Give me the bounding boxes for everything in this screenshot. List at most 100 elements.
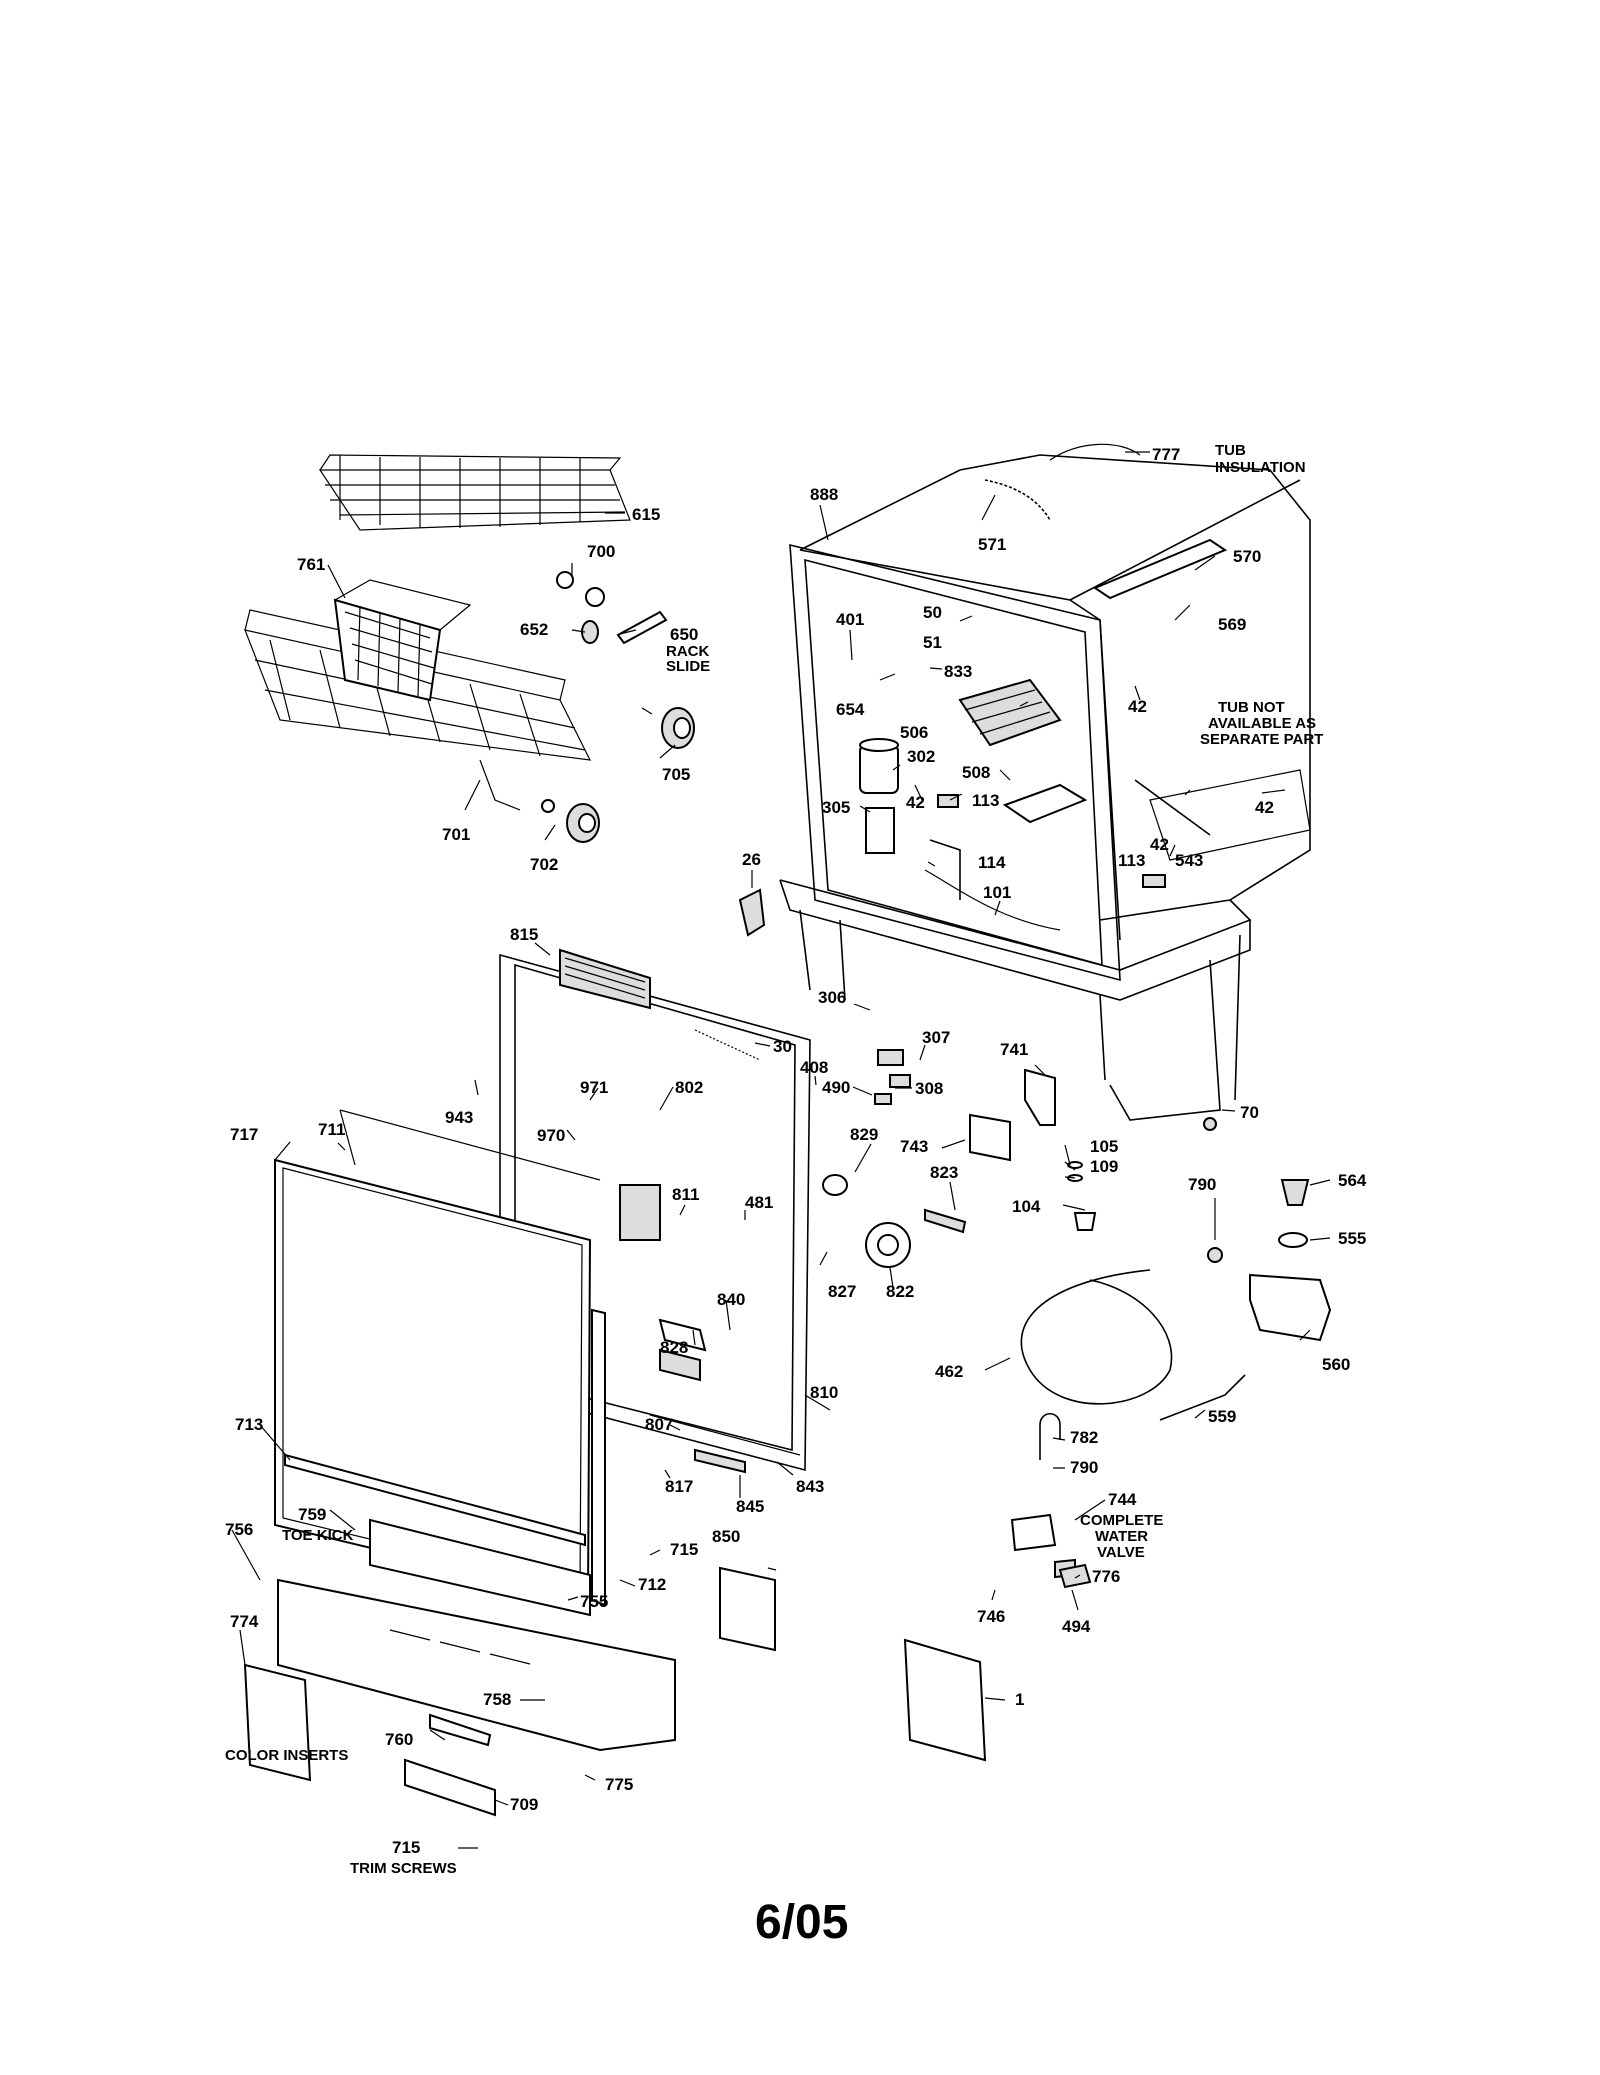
label-775: 775 — [605, 1775, 633, 1794]
label-508: 508 — [962, 763, 990, 782]
label-109: 109 — [1090, 1157, 1118, 1176]
label-701: 701 — [442, 825, 470, 844]
label-506: 506 — [900, 723, 928, 742]
label-755: 755 — [580, 1592, 608, 1611]
label-490: 490 — [822, 1078, 850, 1097]
label-850: 850 — [712, 1527, 740, 1546]
label-70: 70 — [1240, 1103, 1259, 1122]
label-555: 555 — [1338, 1229, 1366, 1248]
label-307: 307 — [922, 1028, 950, 1047]
label-water-valve-1: COMPLETE — [1080, 1512, 1163, 1529]
label-toe-kick: TOE KICK — [282, 1527, 354, 1544]
label-51: 51 — [923, 633, 942, 652]
label-811: 811 — [672, 1185, 699, 1204]
label-790-a: 790 — [1188, 1175, 1216, 1194]
dish-rack-assembly — [244, 454, 695, 843]
label-401: 401 — [836, 610, 864, 629]
label-761: 761 — [297, 555, 325, 574]
label-tub-insulation-2: INSULATION — [1215, 459, 1306, 476]
label-817: 817 — [665, 1477, 693, 1496]
label-42-c: 42 — [1255, 798, 1274, 817]
label-564: 564 — [1338, 1171, 1367, 1190]
label-759: 759 — [298, 1505, 326, 1524]
label-777: 777 — [1152, 445, 1180, 464]
part-labels: 777 TUB INSULATION 888 571 570 569 615 7… — [225, 442, 1367, 1877]
label-306: 306 — [818, 988, 846, 1007]
label-717: 717 — [230, 1125, 258, 1144]
label-26: 26 — [742, 850, 761, 869]
label-700: 700 — [587, 542, 615, 561]
label-810: 810 — [810, 1383, 838, 1402]
label-105: 105 — [1090, 1137, 1118, 1156]
label-104: 104 — [1012, 1197, 1041, 1216]
label-843: 843 — [796, 1477, 824, 1496]
label-462: 462 — [935, 1362, 963, 1381]
label-650: 650 — [670, 625, 698, 644]
label-101: 101 — [983, 883, 1011, 902]
label-827: 827 — [828, 1282, 856, 1301]
label-815: 815 — [510, 925, 538, 944]
label-305: 305 — [822, 798, 850, 817]
label-970: 970 — [537, 1126, 565, 1145]
tub-assembly — [738, 443, 1311, 1121]
label-42-a: 42 — [1128, 697, 1147, 716]
label-822: 822 — [886, 1282, 914, 1301]
label-715-a: 715 — [670, 1540, 698, 1559]
label-705: 705 — [662, 765, 690, 784]
label-559: 559 — [1208, 1407, 1236, 1426]
label-709: 709 — [510, 1795, 538, 1814]
label-rack-slide-1: RACK — [666, 643, 709, 660]
label-713: 713 — [235, 1415, 263, 1434]
label-570: 570 — [1233, 547, 1261, 566]
label-774: 774 — [230, 1612, 259, 1631]
components — [822, 1049, 1332, 1589]
label-840: 840 — [717, 1290, 745, 1309]
label-543: 543 — [1175, 851, 1203, 870]
label-615: 615 — [632, 505, 660, 524]
label-114: 114 — [978, 853, 1006, 872]
label-408: 408 — [800, 1058, 828, 1077]
label-water-valve-2: WATER — [1095, 1528, 1148, 1545]
door-assembly — [243, 948, 987, 1817]
label-tub-note-2: AVAILABLE AS — [1208, 715, 1316, 732]
label-113-a: 113 — [972, 791, 999, 810]
label-758: 758 — [483, 1690, 511, 1709]
label-971: 971 — [580, 1078, 608, 1097]
label-829: 829 — [850, 1125, 878, 1144]
label-42-d: 42 — [1150, 835, 1169, 854]
label-802: 802 — [675, 1078, 703, 1097]
label-782: 782 — [1070, 1428, 1098, 1447]
label-790-b: 790 — [1070, 1458, 1098, 1477]
label-481: 481 — [745, 1193, 773, 1212]
label-tub-insulation-1: TUB — [1215, 442, 1246, 459]
label-833: 833 — [944, 662, 972, 681]
label-308: 308 — [915, 1079, 943, 1098]
label-943: 943 — [445, 1108, 473, 1127]
label-888: 888 — [810, 485, 838, 504]
label-302: 302 — [907, 747, 935, 766]
label-113-b: 113 — [1118, 851, 1145, 870]
label-494: 494 — [1062, 1617, 1091, 1636]
label-1: 1 — [1015, 1690, 1024, 1709]
label-828: 828 — [660, 1338, 688, 1357]
label-42-b: 42 — [906, 793, 925, 812]
label-water-valve-3: VALVE — [1097, 1544, 1145, 1561]
label-654: 654 — [836, 700, 865, 719]
label-trim-screws: TRIM SCREWS — [350, 1860, 457, 1877]
label-50: 50 — [923, 603, 942, 622]
label-30: 30 — [773, 1037, 792, 1056]
label-741: 741 — [1000, 1040, 1028, 1059]
label-560: 560 — [1322, 1355, 1350, 1374]
label-tub-note-3: SEPARATE PART — [1200, 731, 1323, 748]
label-569: 569 — [1218, 615, 1246, 634]
label-rack-slide-2: SLIDE — [666, 658, 710, 675]
label-744: 744 — [1108, 1490, 1137, 1509]
label-823: 823 — [930, 1163, 958, 1182]
label-tub-note-1: TUB NOT — [1218, 699, 1285, 716]
label-color-inserts: COLOR INSERTS — [225, 1747, 348, 1764]
label-702: 702 — [530, 855, 558, 874]
label-807: 807 — [645, 1415, 673, 1434]
label-845: 845 — [736, 1497, 764, 1516]
label-711: 711 — [318, 1120, 345, 1139]
